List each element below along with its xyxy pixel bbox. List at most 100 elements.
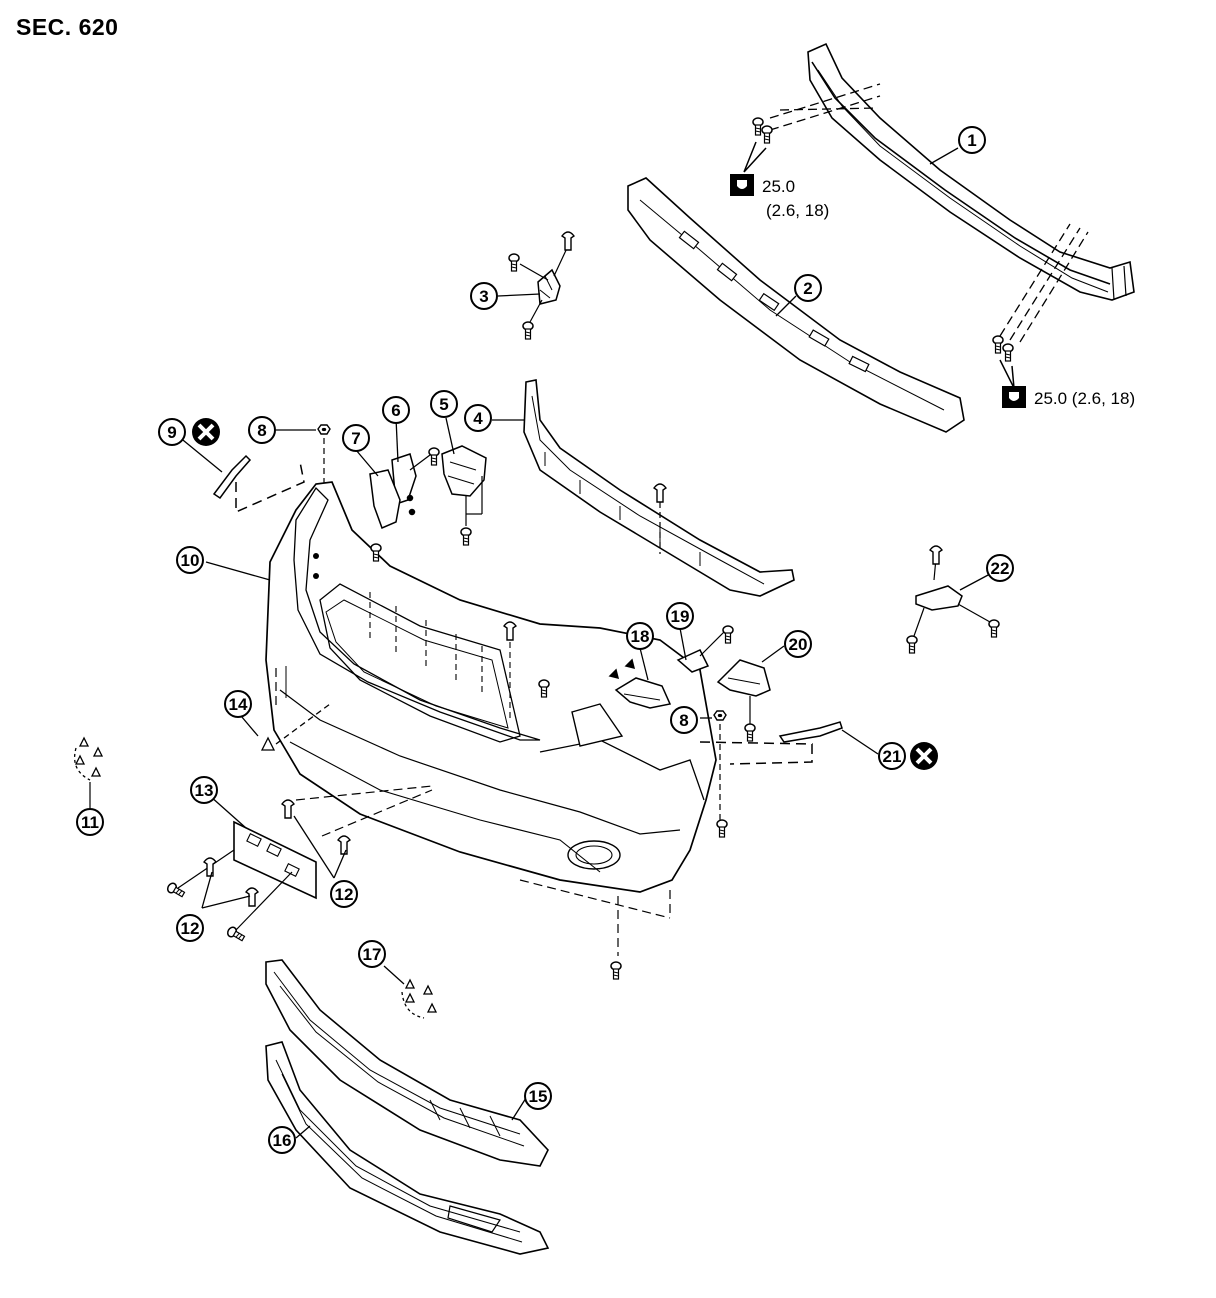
bolt-icon — [460, 527, 472, 546]
callout-12-right: 12 — [330, 880, 358, 908]
side-seal-left — [212, 454, 305, 514]
callout-1: 1 — [958, 126, 986, 154]
bolt-icon — [428, 447, 440, 466]
callout-18: 18 — [626, 622, 654, 650]
bumper-upper-retainer — [523, 379, 795, 597]
bumper-grille-guide-lines — [369, 592, 511, 718]
callout-8-lower: 8 — [670, 706, 698, 734]
bolt-icon — [988, 619, 1000, 638]
nut-icon — [713, 710, 727, 721]
license-bracket-fasteners — [177, 849, 293, 931]
bolt-icon — [1002, 343, 1014, 362]
svg-text:10: 10 — [181, 551, 200, 570]
wrench-icon — [730, 174, 754, 196]
callout-20: 20 — [784, 630, 812, 658]
fascia-tab — [571, 703, 624, 747]
svg-text:8: 8 — [257, 421, 266, 440]
clip-14 — [260, 703, 331, 751]
bolt-icon — [722, 625, 734, 644]
clip-icon — [653, 483, 667, 503]
callout-16: 16 — [268, 1126, 296, 1154]
callout-15: 15 — [524, 1082, 552, 1110]
svg-text:15: 15 — [529, 1087, 548, 1106]
bumper-side-bracket-19 — [676, 631, 725, 673]
svg-text:12: 12 — [181, 919, 200, 938]
wrench-icon — [1002, 386, 1026, 408]
bumper-side-bracket-18 — [608, 658, 672, 709]
bolt-icon — [610, 961, 622, 980]
svg-text:6: 6 — [391, 401, 400, 420]
callout-2: 2 — [794, 274, 822, 302]
bolt-icon — [992, 335, 1004, 354]
callout-5: 5 — [430, 390, 458, 418]
svg-text:14: 14 — [229, 695, 248, 714]
callout-3: 3 — [470, 282, 498, 310]
bolt-icon — [752, 117, 764, 136]
svg-text:7: 7 — [351, 429, 360, 448]
nut-icon — [317, 424, 331, 435]
bolt-icon — [522, 321, 534, 340]
svg-text:21: 21 — [883, 747, 902, 766]
bolt-icon — [716, 819, 728, 838]
svg-text:18: 18 — [631, 627, 650, 646]
svg-text:20: 20 — [789, 635, 808, 654]
svg-text:8: 8 — [679, 711, 688, 730]
callout-6: 6 — [382, 396, 410, 424]
svg-text:13: 13 — [195, 781, 214, 800]
svg-text:25.0 (2.6, 18): 25.0 (2.6, 18) — [1034, 389, 1135, 408]
svg-text:1: 1 — [967, 131, 976, 150]
svg-text:19: 19 — [671, 607, 690, 626]
circle-x-icon — [192, 418, 220, 446]
callout-21: 21 — [878, 742, 906, 770]
clip-icon — [929, 545, 943, 565]
torque-leader-lines — [743, 141, 1015, 389]
callout-14: 14 — [224, 690, 252, 718]
callout-22: 22 — [986, 554, 1014, 582]
lower-grille-16 — [265, 1041, 550, 1255]
callout-leader-lines — [177, 147, 991, 1139]
svg-text:22: 22 — [991, 559, 1010, 578]
bumper-side-bracket-22 — [913, 557, 991, 637]
fascia-lower-guide-lines — [275, 668, 671, 956]
svg-text:17: 17 — [363, 945, 382, 964]
callout-10: 10 — [176, 546, 204, 574]
callout-17: 17 — [358, 940, 386, 968]
callout-12-left: 12 — [176, 914, 204, 942]
fascia-side-detail — [313, 553, 319, 579]
svg-text:3: 3 — [479, 287, 488, 306]
svg-text:9: 9 — [167, 423, 176, 442]
clip-group-11 — [73, 736, 104, 781]
clip-icon — [561, 231, 575, 251]
energy-absorber — [627, 177, 965, 433]
svg-text:25.0: 25.0 — [762, 177, 795, 196]
lower-grille-15 — [265, 959, 549, 1167]
side-seal-right — [699, 721, 843, 765]
bumper-bracket-3 — [519, 245, 569, 323]
callout-8-upper: 8 — [248, 416, 276, 444]
bumper-side-bracket-20 — [716, 659, 771, 724]
svg-text:(2.6, 18): (2.6, 18) — [766, 201, 829, 220]
circle-x-icon — [910, 742, 938, 770]
front-bumper-reinforcement — [807, 42, 1135, 301]
bolt-icon — [906, 635, 918, 654]
svg-text:4: 4 — [473, 409, 483, 428]
front-bumper-fascia — [265, 481, 717, 893]
svg-text:16: 16 — [273, 1131, 292, 1150]
callout-19: 19 — [666, 602, 694, 630]
svg-text:5: 5 — [439, 395, 448, 414]
svg-text:12: 12 — [335, 885, 354, 904]
section-label: SEC. 620 — [16, 14, 119, 40]
bolt-icon — [225, 924, 247, 944]
bumper-bracket-5 — [441, 445, 487, 526]
bumper-side-bracket-7 — [369, 469, 416, 530]
callout-13: 13 — [190, 776, 218, 804]
clip-icon — [203, 857, 217, 877]
callout-9: 9 — [158, 418, 186, 446]
callout-11: 11 — [76, 808, 104, 836]
bolt-guide-lines — [769, 83, 1089, 343]
bolt-icon — [744, 723, 756, 742]
clip-icon — [337, 835, 351, 855]
clip-icon — [281, 799, 295, 819]
torque-spec-lower: 25.0 (2.6, 18) — [1002, 386, 1135, 408]
